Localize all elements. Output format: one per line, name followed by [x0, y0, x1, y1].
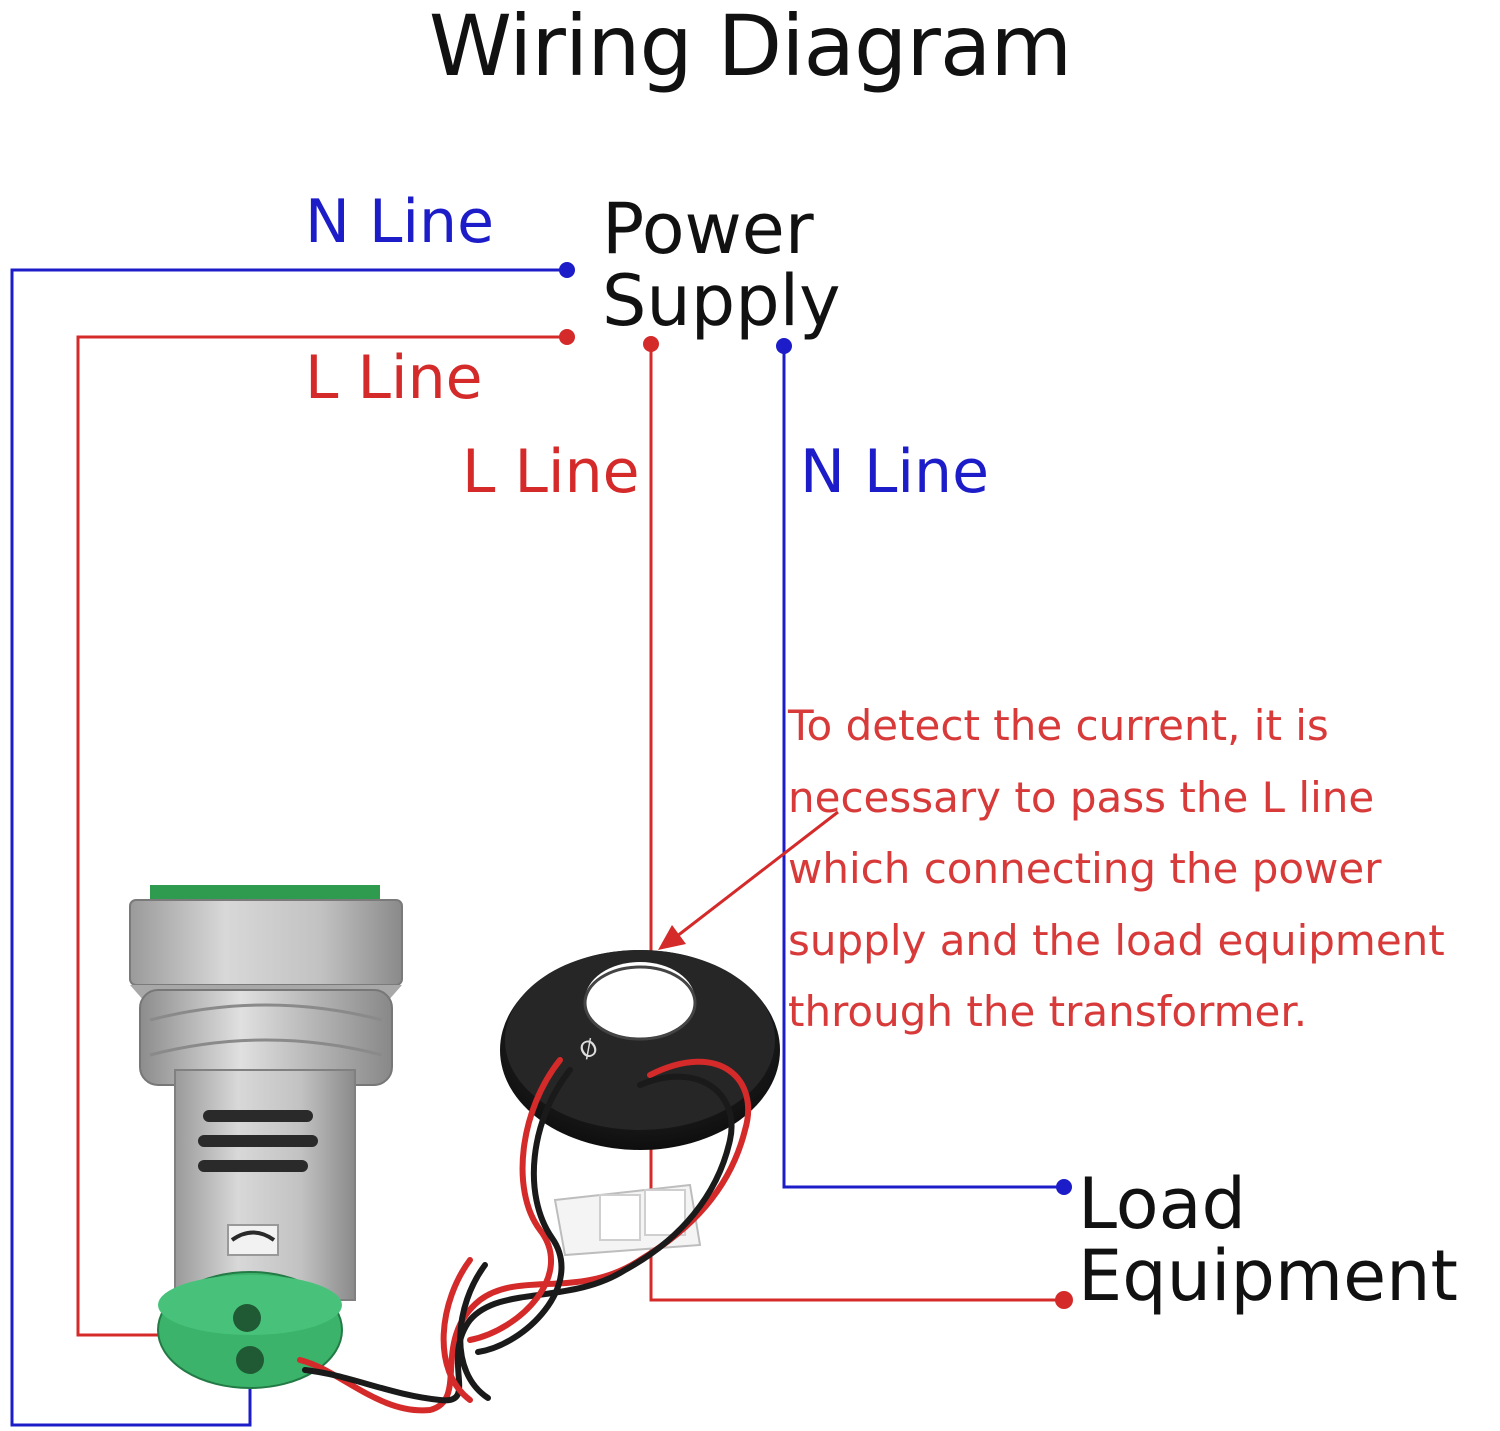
- note-line: which connecting the power: [788, 844, 1382, 893]
- load-equipment-label-line: Load: [1078, 1163, 1246, 1245]
- l-line-label-top: L Line: [305, 343, 483, 413]
- n-terminal-dot: [776, 338, 792, 354]
- note-line: To detect the current, it is: [788, 701, 1329, 750]
- terminal-connector-icon: [553, 1183, 702, 1257]
- note-line: necessary to pass the L line: [788, 772, 1375, 822]
- transformer-lead-wire: [297, 1057, 752, 1414]
- l-line-wire-load: [649, 344, 1064, 1302]
- n-terminal-dot: [1056, 1179, 1072, 1195]
- n-line-label-top: N Line: [305, 187, 494, 257]
- n-terminal-dot: [559, 262, 575, 278]
- n-line-wire-load: [782, 346, 1064, 1189]
- panel-meter-icon: [129, 885, 403, 1389]
- current-detection-note: To detect the current, it is necessary t…: [788, 690, 1500, 1048]
- note-arrow-line: [671, 810, 839, 942]
- l-terminal-dot: [1055, 1291, 1073, 1309]
- l-line-label-mid: L Line: [462, 437, 640, 507]
- load-equipment-label-line: Equipment: [1078, 1235, 1458, 1317]
- l-terminal-dot: [643, 336, 659, 352]
- note-line: through the transformer.: [788, 987, 1308, 1036]
- note-line: supply and the load equipment: [788, 915, 1445, 965]
- power-supply-label-line: Power: [602, 188, 814, 270]
- diagram-title: Wiring Diagram: [428, 0, 1072, 95]
- note-arrow-head: [658, 925, 686, 950]
- load-equipment-label: Load Equipment: [1078, 1168, 1458, 1312]
- power-supply-label-line: Supply: [602, 260, 841, 342]
- n-line-label-mid: N Line: [800, 437, 989, 507]
- power-supply-label: Power Supply: [602, 193, 841, 337]
- l-terminal-dot: [559, 329, 575, 345]
- n-line-wire-outer: [10, 268, 567, 1427]
